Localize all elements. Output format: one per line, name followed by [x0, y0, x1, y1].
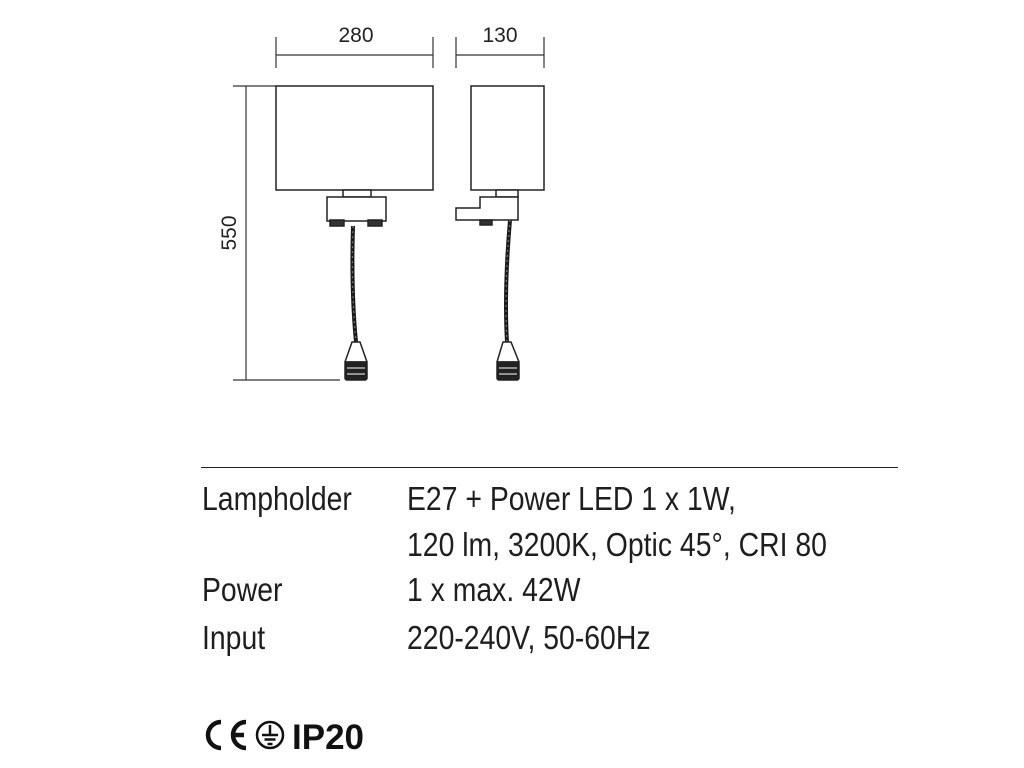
side-shade	[470, 85, 545, 191]
protective-earth-icon	[255, 720, 285, 750]
ip-rating-label: IP20	[292, 718, 364, 757]
front-shade	[275, 85, 434, 191]
front-shade-mount	[342, 189, 372, 198]
technical-drawing: 280 130 550	[218, 24, 545, 381]
side-spot-cone	[495, 341, 521, 363]
spec-value-power: 1 x max. 42W	[407, 571, 581, 608]
height-dimension	[233, 85, 340, 381]
front-spot-head	[344, 361, 368, 381]
front-switch-left	[329, 219, 345, 227]
lamp-side-view	[455, 85, 545, 381]
side-switch	[479, 219, 493, 226]
front-gooseneck-texture	[351, 225, 357, 343]
side-gooseneck-texture	[505, 219, 511, 343]
depth-dimension-label: 130	[482, 24, 517, 47]
width-dimension	[275, 37, 434, 68]
certification-marks: IP20	[205, 718, 364, 757]
side-spot-head	[496, 361, 520, 381]
depth-dimension	[455, 37, 545, 68]
lamp-front-view	[275, 85, 434, 381]
width-dimension-label: 280	[338, 24, 373, 47]
side-base	[455, 196, 519, 221]
spec-value-input: 220-240V, 50-60Hz	[407, 619, 651, 656]
front-gooseneck	[350, 225, 358, 343]
side-shade-mount	[495, 189, 519, 198]
spec-divider	[201, 467, 898, 468]
front-switch-right	[367, 219, 383, 227]
spec-value-lampholder-line1: E27 + Power LED 1 x 1W,	[407, 480, 736, 517]
spec-label-lampholder: Lampholder	[202, 480, 352, 517]
front-spot-cone	[343, 341, 369, 363]
front-base	[326, 196, 387, 222]
ce-mark-icon	[205, 719, 247, 751]
height-dimension-label: 550	[218, 215, 241, 250]
spec-label-input: Input	[202, 619, 266, 656]
spec-label-power: Power	[202, 571, 283, 608]
spec-value-lampholder-line2: 120 lm, 3200K, Optic 45°, CRI 80	[407, 526, 827, 563]
